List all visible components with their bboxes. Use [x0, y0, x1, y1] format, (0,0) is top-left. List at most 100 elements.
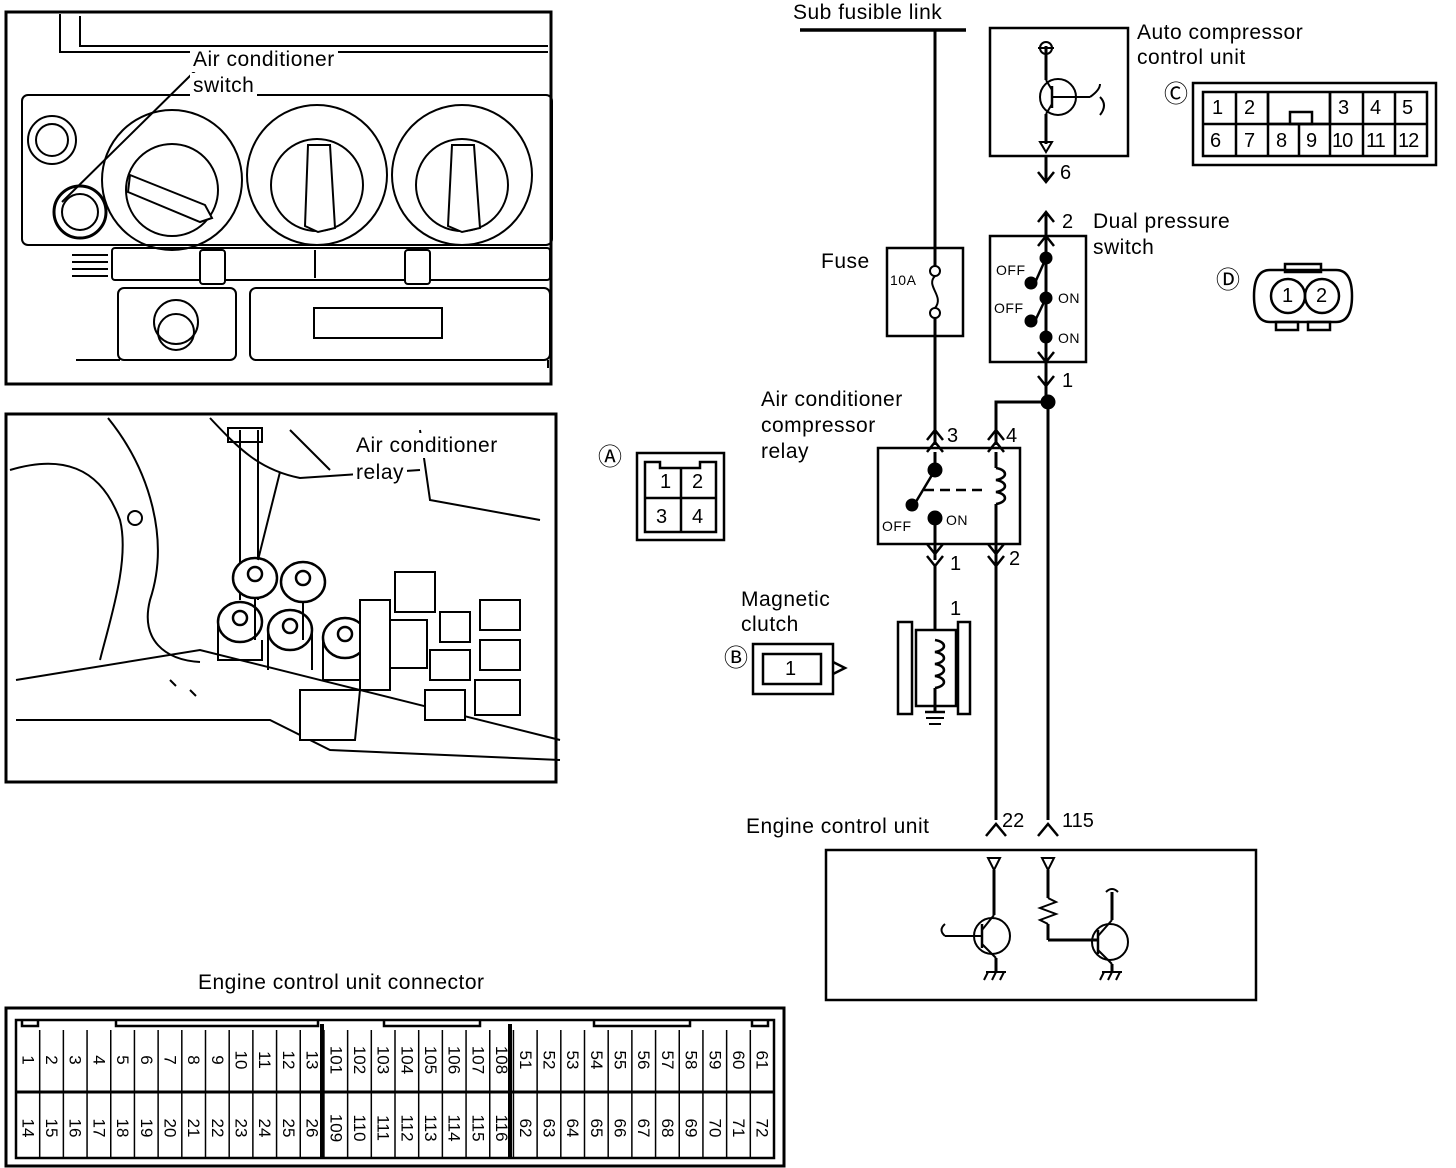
ecu-pin-top: 12 — [279, 1051, 298, 1070]
ecu-pin-top: 107 — [468, 1046, 487, 1074]
ecu-pin-bottom: 68 — [658, 1119, 677, 1138]
ecu-pin-bottom: 18 — [113, 1119, 132, 1138]
pin-acu-6: 6 — [1060, 162, 1072, 184]
ecu-label: Engine control unit — [746, 815, 930, 838]
pin-dps-2: 2 — [1062, 211, 1074, 233]
relay-off-label: OFF — [882, 518, 912, 534]
ecu-pin-top: 106 — [445, 1046, 464, 1074]
sub-fusible-link-label: Sub fusible link — [793, 1, 943, 24]
ecu-pin-top: 104 — [397, 1046, 416, 1074]
ecu-pin-top: 58 — [682, 1051, 701, 1070]
dual-pressure-switch-label-line1: Dual pressure — [1093, 210, 1231, 233]
ecu-pin-bottom: 20 — [160, 1119, 179, 1138]
relay-label-line2: compressor — [761, 414, 876, 437]
ecu-pin-bottom: 15 — [42, 1119, 61, 1138]
pin-ecu-22: 22 — [1002, 810, 1025, 832]
connector-a-pin-3: 3 — [656, 506, 668, 528]
ecu-pin-top: 13 — [303, 1051, 322, 1070]
connector-c-pin-12: 12 — [1398, 130, 1419, 152]
ecu-pin-top: 7 — [160, 1055, 179, 1064]
ecu-pin-bottom: 19 — [137, 1119, 156, 1138]
ecu-pin-top: 8 — [184, 1055, 203, 1064]
pin-relay-4: 4 — [1006, 425, 1018, 447]
ecu-pin-bottom: 111 — [374, 1115, 393, 1141]
ecu-pin-top: 2 — [42, 1055, 61, 1064]
pin-relay-3: 3 — [947, 425, 959, 447]
ecu-pin-top: 10 — [232, 1051, 251, 1070]
connector-d-mark: Ⓓ — [1216, 267, 1241, 294]
ecu-pin-top: 5 — [113, 1055, 132, 1064]
magnetic-clutch-label-line2: clutch — [741, 613, 799, 636]
ecu-pin-top: 3 — [66, 1055, 85, 1064]
pin-relay-1: 1 — [950, 553, 962, 575]
connector-c-pin-8: 8 — [1276, 130, 1288, 152]
ecu-pin-bottom: 115 — [468, 1114, 487, 1141]
relay-label-line1: Air conditioner — [761, 388, 903, 411]
connector-c-pin-1: 1 — [1212, 97, 1224, 119]
connector-c-pin-5: 5 — [1402, 97, 1414, 119]
ecu-pin-top: 57 — [658, 1051, 677, 1070]
fuse-label: Fuse — [821, 250, 870, 273]
dps-off-1: OFF — [996, 262, 1026, 278]
dps-off-2: OFF — [994, 300, 1024, 316]
connector-c-pin-7: 7 — [1244, 130, 1256, 152]
ecu-pin-bottom: 72 — [753, 1119, 772, 1138]
connector-d-pin-1: 1 — [1282, 285, 1294, 307]
auto-compressor-label-line2: control unit — [1137, 46, 1246, 69]
relay-on-label: ON — [946, 512, 968, 528]
connector-b-diagram — [751, 642, 848, 696]
ecu-connector-title: Engine control unit connector — [198, 971, 485, 994]
ecu-pin-bottom: 110 — [350, 1114, 369, 1141]
ecu-pin-top: 1 — [18, 1055, 37, 1064]
connector-b-mark: Ⓑ — [724, 645, 749, 672]
ecu-pin-bottom: 66 — [611, 1119, 630, 1138]
ecu-pin-top: 60 — [729, 1051, 748, 1070]
ac-relay-location-illustration — [4, 412, 561, 784]
pin-relay-2: 2 — [1009, 548, 1021, 570]
ecu-pin-bottom: 62 — [516, 1119, 535, 1138]
connector-c-pin-6: 6 — [1210, 130, 1222, 152]
ecu-pin-bottom: 14 — [18, 1119, 37, 1138]
ecu-pin-top: 53 — [563, 1051, 582, 1070]
connector-a-mark: Ⓐ — [598, 444, 623, 471]
connector-d-diagram — [1252, 262, 1354, 332]
connector-a-pin-1: 1 — [660, 471, 672, 493]
ecu-pin-bottom: 22 — [208, 1119, 227, 1138]
connector-c-pin-2: 2 — [1244, 97, 1256, 119]
fuse-rating: 10A — [890, 272, 917, 288]
connector-c-pin-10: 10 — [1332, 130, 1353, 152]
dps-on-2: ON — [1058, 330, 1080, 346]
ecu-connector-pins: 1142153164175186197208219221023112412251… — [18, 1030, 772, 1158]
ecu-pin-top: 9 — [208, 1055, 227, 1064]
ecu-pin-bottom: 116 — [492, 1114, 511, 1141]
ecu-pin-top: 11 — [255, 1051, 274, 1069]
ecu-pin-bottom: 69 — [682, 1119, 701, 1138]
connector-c-diagram — [1191, 81, 1438, 167]
ecu-pin-bottom: 21 — [184, 1119, 203, 1138]
pin-clutch-1: 1 — [950, 598, 962, 620]
ecu-pin-bottom: 71 — [729, 1119, 748, 1138]
ecu-pin-top: 103 — [374, 1046, 393, 1074]
ecu-pin-bottom: 64 — [563, 1119, 582, 1138]
connector-a-pin-2: 2 — [692, 471, 704, 493]
ecu-pin-top: 52 — [539, 1051, 558, 1070]
wiring-schematic — [800, 26, 1258, 1002]
ac-relay-label-line2: relay — [353, 460, 408, 485]
ecu-pin-top: 101 — [326, 1046, 345, 1074]
connector-a-pin-4: 4 — [692, 506, 704, 528]
ecu-pin-top: 4 — [89, 1055, 108, 1064]
ecu-pin-bottom: 23 — [232, 1119, 251, 1138]
ecu-pin-bottom: 112 — [397, 1114, 416, 1141]
connector-a-diagram — [635, 451, 726, 542]
ecu-pin-bottom: 16 — [66, 1119, 85, 1138]
ac-switch-label-line2: switch — [190, 73, 258, 98]
ecu-pin-top: 102 — [350, 1046, 369, 1074]
pin-ecu-115: 115 — [1062, 810, 1094, 832]
ac-relay-label-line1: Air conditioner — [353, 433, 501, 458]
ecu-pin-bottom: 63 — [539, 1119, 558, 1138]
ecu-pin-bottom: 67 — [634, 1119, 653, 1138]
ecu-pin-top: 56 — [634, 1051, 653, 1070]
ecu-pin-bottom: 70 — [705, 1119, 724, 1138]
connector-d-pin-2: 2 — [1316, 285, 1328, 307]
